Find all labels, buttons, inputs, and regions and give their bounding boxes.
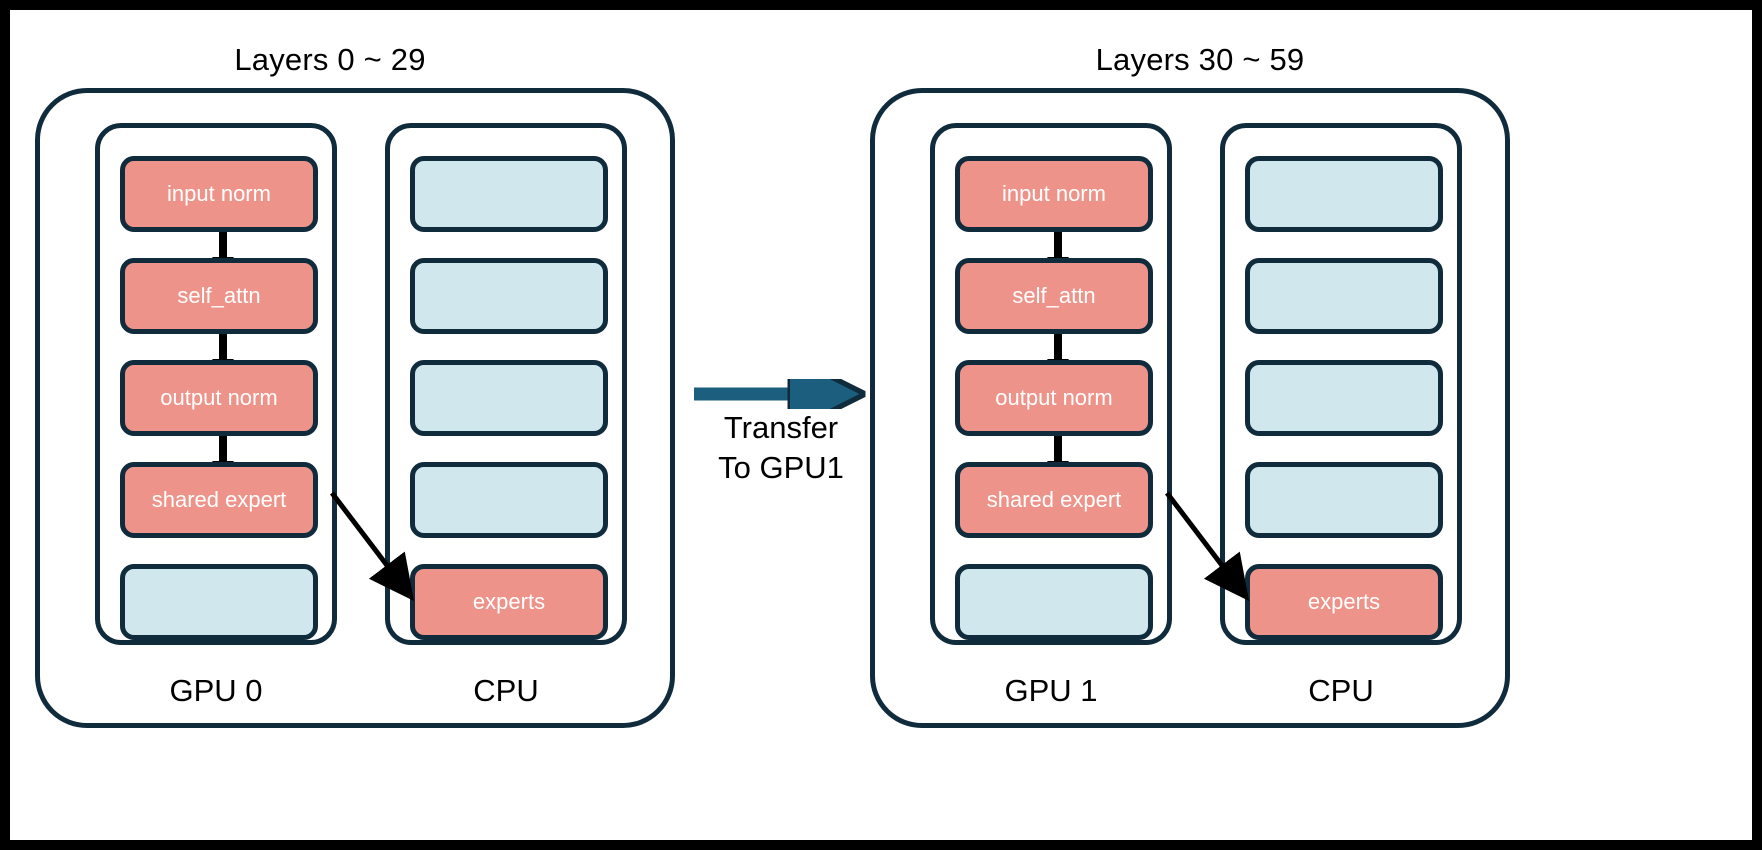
group-title-right: Layers 30 ~ 59	[1095, 42, 1305, 77]
cpu0-block-empty-1[interactable]	[410, 156, 608, 232]
cpu1-label: CPU	[1308, 673, 1374, 708]
diagram-canvas: Layers 0 ~ 29 Layers 30 ~ 59 input norm …	[10, 10, 1752, 840]
cpu0-column: experts	[385, 123, 627, 645]
gpu1-block-shared-expert[interactable]: shared expert	[955, 462, 1153, 538]
device-panel-gpu1: input norm self_attn output norm shared …	[870, 88, 1510, 728]
cpu1-block-empty-3[interactable]	[1245, 360, 1443, 436]
gpu1-column: input norm self_attn output norm shared …	[930, 123, 1172, 645]
gpu1-block-empty[interactable]	[955, 564, 1153, 640]
device-panel-gpu0: input norm self_attn output norm shared …	[35, 88, 675, 728]
cpu0-block-empty-4[interactable]	[410, 462, 608, 538]
gpu0-block-self-attn[interactable]: self_attn	[120, 258, 318, 334]
gpu1-block-self-attn[interactable]: self_attn	[955, 258, 1153, 334]
cpu1-block-empty-1[interactable]	[1245, 156, 1443, 232]
cpu1-block-empty-4[interactable]	[1245, 462, 1443, 538]
flow-arrow-down-icon	[1047, 334, 1069, 373]
gpu0-block-empty[interactable]	[120, 564, 318, 640]
flow-arrow-down-icon	[212, 436, 234, 475]
cpu1-block-empty-2[interactable]	[1245, 258, 1443, 334]
transfer-label: Transfer To GPU1	[686, 408, 876, 487]
flow-arrow-down-icon	[212, 334, 234, 373]
group-title-left: Layers 0 ~ 29	[234, 42, 426, 77]
gpu1-block-input-norm[interactable]: input norm	[955, 156, 1153, 232]
cpu0-block-empty-2[interactable]	[410, 258, 608, 334]
gpu0-block-input-norm[interactable]: input norm	[120, 156, 318, 232]
cpu1-column: experts	[1220, 123, 1462, 645]
transfer-arrow-icon	[694, 379, 876, 409]
gpu0-block-shared-expert[interactable]: shared expert	[120, 462, 318, 538]
gpu0-block-output-norm[interactable]: output norm	[120, 360, 318, 436]
cpu0-block-empty-3[interactable]	[410, 360, 608, 436]
cpu0-block-experts[interactable]: experts	[410, 564, 608, 640]
transfer-label-line1: Transfer	[723, 410, 839, 445]
transfer-label-line2: To GPU1	[718, 449, 844, 485]
gpu0-label: GPU 0	[169, 673, 263, 708]
flow-arrow-down-icon	[212, 232, 234, 271]
cpu1-block-experts[interactable]: experts	[1245, 564, 1443, 640]
gpu1-block-output-norm[interactable]: output norm	[955, 360, 1153, 436]
cpu0-label: CPU	[473, 673, 539, 708]
flow-arrow-down-icon	[1047, 232, 1069, 271]
flow-arrow-down-icon	[1047, 436, 1069, 475]
gpu0-column: input norm self_attn output norm shared …	[95, 123, 337, 645]
gpu1-label: GPU 1	[1004, 673, 1098, 708]
